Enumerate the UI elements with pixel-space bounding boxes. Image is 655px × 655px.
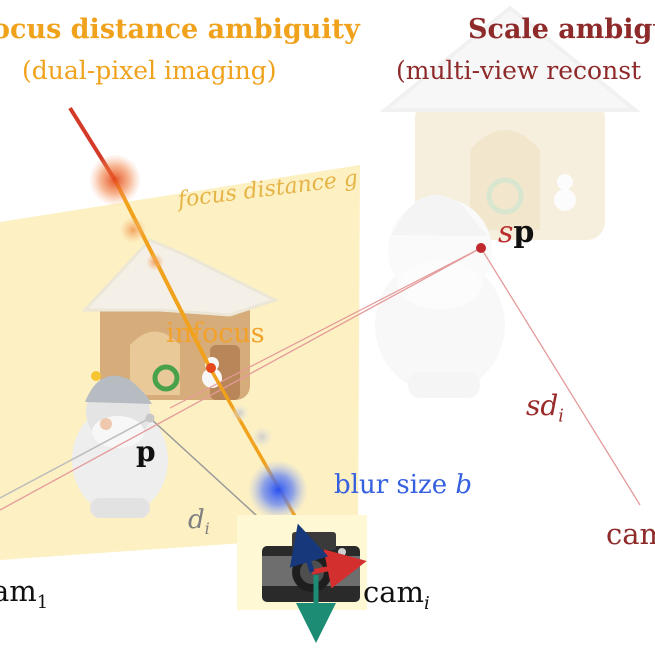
- label-cam-1: am1: [0, 577, 48, 612]
- label-cam-i-sub: i: [424, 592, 430, 614]
- subtitle-multi-view-reconstruction: (multi-view reconst: [396, 56, 642, 85]
- santa-figurine-icon-large: [375, 195, 505, 398]
- label-blur-size-text: blur size: [334, 470, 456, 500]
- blur-spot-gray1: [231, 404, 249, 422]
- scaled-scene: [375, 5, 641, 398]
- label-depth: di: [188, 507, 210, 537]
- point-sp-marker: [476, 243, 486, 253]
- label-scaled-point: sp: [498, 218, 534, 248]
- label-cam-i-main: cam: [363, 575, 425, 609]
- label-scale-s: s: [498, 215, 514, 250]
- axis-up-navy: [289, 523, 329, 573]
- label-cam-right: cam: [606, 517, 655, 551]
- label-blur-size-var: b: [455, 470, 473, 500]
- label-scaled-depth: sdi: [526, 392, 564, 426]
- axis-x-red: [311, 549, 367, 589]
- ray-left-to-cam1: [0, 417, 151, 499]
- blur-spot-inner: [146, 253, 164, 271]
- label-scaled-depth-main: sd: [526, 389, 559, 422]
- ray-sp-to-cam-right: [480, 247, 641, 506]
- subtitle-dual-pixel-imaging: (dual-pixel imaging): [22, 56, 277, 85]
- blur-spot-gray2: [251, 426, 273, 448]
- label-cam-1-main: am: [0, 574, 37, 608]
- label-infocus: infocus: [166, 318, 265, 349]
- point-p-marker: [145, 413, 155, 423]
- ray-cam1-to-sp: [0, 247, 482, 511]
- focus-ray-orange: [113, 179, 212, 369]
- label-cam-1-sub: 1: [36, 591, 49, 613]
- label-depth-main: d: [188, 505, 205, 535]
- gingerbread-house-icon-large: [379, 5, 641, 240]
- label-depth-sub: i: [204, 519, 210, 539]
- blur-spot-near: [89, 154, 141, 206]
- blur-spot-blue: [248, 460, 308, 520]
- label-point-p: p: [136, 435, 156, 468]
- title-focus-distance-ambiguity: ocus distance ambiguity: [0, 14, 360, 45]
- infocus-point: [206, 363, 216, 373]
- label-scaled-depth-sub: i: [558, 406, 564, 427]
- label-blur-size: blur size b: [334, 472, 472, 498]
- ray-sp-to-cami: [169, 247, 482, 409]
- santa-figurine-icon: [72, 371, 168, 518]
- label-scale-p: p: [513, 215, 535, 250]
- label-cam-i: cami: [363, 578, 430, 613]
- title-scale-ambiguity: Scale ambigu: [468, 14, 655, 45]
- blur-spot-mid: [120, 217, 146, 243]
